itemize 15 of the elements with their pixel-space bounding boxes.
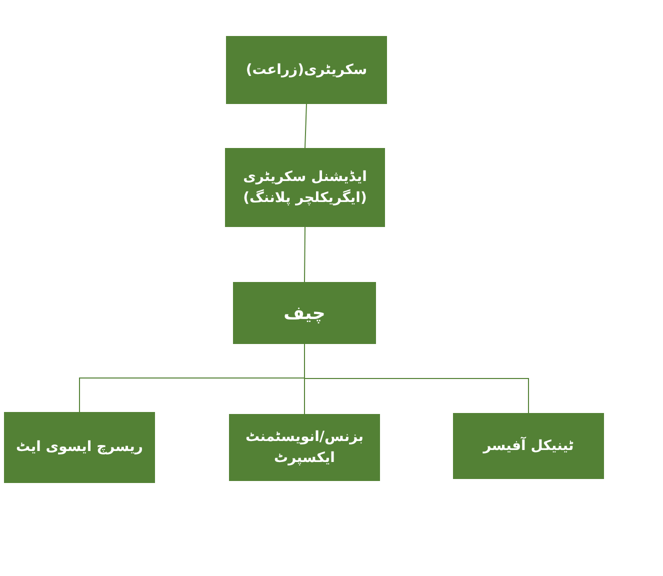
box-label: ریسرچ ایسوی ایٹ [16,438,143,457]
connector-line [304,226,306,282]
org-box [233,282,376,344]
box-label: سکریٹری(زراعت) [246,60,368,80]
connector-line [304,104,307,148]
org-box [226,36,387,104]
org-box [4,412,155,483]
box-label: بزنس/انویسٹمنٹ ایکسپرٹ [244,428,365,468]
box-label: ایڈیشنل سکریٹری (ایگریکلچر پلاننگ) [242,168,368,208]
box-label: چیف [284,302,326,326]
org-box [225,148,385,227]
box-label: ٹینیکل آفیسر [483,436,574,456]
org-box [229,414,380,481]
org-box [453,413,604,479]
connector-line [304,344,529,414]
